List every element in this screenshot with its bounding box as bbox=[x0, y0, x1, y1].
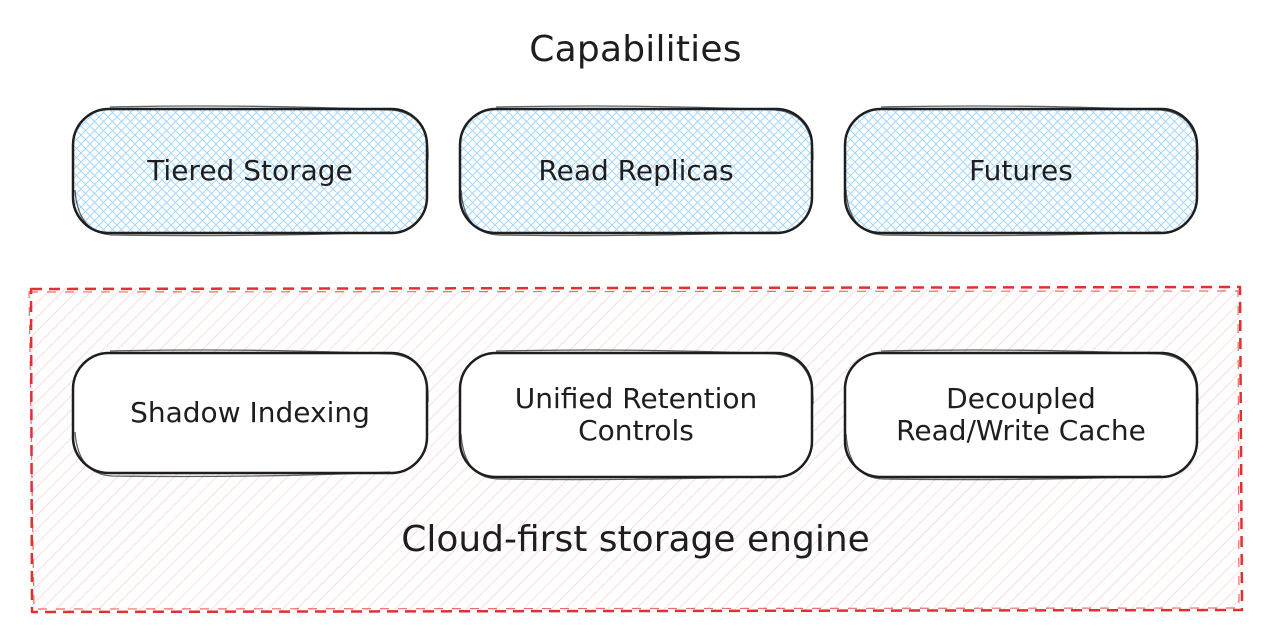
engine-border-dashed bbox=[29, 285, 1244, 614]
component-box-unified-retention bbox=[458, 349, 814, 481]
capability-label-read-replicas: Read Replicas bbox=[538, 154, 734, 187]
storage-engine-title: Cloud-first storage engine bbox=[401, 519, 870, 560]
component-box-decoupled-cache bbox=[843, 349, 1199, 481]
component-box-shadow-indexing bbox=[71, 349, 429, 478]
capability-label-tiered-storage: Tiered Storage bbox=[147, 154, 353, 187]
capability-box-tiered-storage bbox=[71, 105, 429, 237]
capability-box-read-replicas bbox=[458, 105, 814, 237]
component-label-shadow-indexing: Shadow Indexing bbox=[130, 396, 370, 429]
capability-box-futures bbox=[843, 105, 1199, 237]
capabilities-title: Capabilities bbox=[529, 29, 742, 70]
capability-label-futures: Futures bbox=[969, 154, 1073, 187]
component-label-decoupled-cache: Decoupled Read/Write Cache bbox=[896, 382, 1146, 447]
component-label-unified-retention: Unified Retention Controls bbox=[514, 382, 758, 447]
